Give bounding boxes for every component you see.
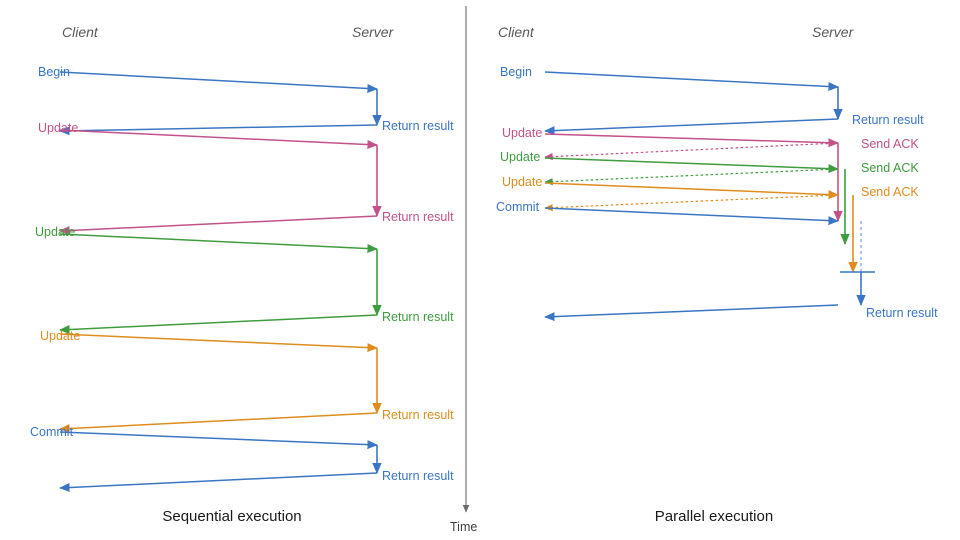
message-arrow-begin: [59, 71, 378, 93]
panels-layer: Client Server Client Server: [59, 24, 875, 493]
message-arrow-return-result: [59, 314, 378, 335]
message-arrow-return-result: [59, 472, 378, 493]
message-label: Return result: [382, 469, 454, 483]
message-arrow-update: [59, 129, 378, 150]
message-arrow-update: [59, 233, 378, 254]
message-arrow-update: [544, 182, 839, 200]
time-axis-layer: Time: [450, 6, 477, 534]
message-arrow-commit: [59, 431, 378, 450]
panel-caption-parallel: Parallel execution: [655, 508, 773, 525]
message-arrow-send-ack: [544, 168, 839, 186]
message-arrow-update: [59, 333, 378, 353]
message-label: Begin: [500, 65, 532, 79]
message-label: Commit: [496, 200, 540, 214]
message-label: Update: [502, 126, 542, 140]
message-label: Update: [38, 121, 78, 135]
message-arrow-update: [544, 133, 839, 148]
message-arrow-update: [544, 157, 839, 174]
message-label: Return result: [866, 306, 938, 320]
message-arrow-return-result: [59, 412, 378, 434]
message-label: Commit: [30, 425, 74, 439]
message-label: Return result: [382, 210, 454, 224]
time-axis-label: Time: [450, 520, 477, 534]
message-label: Return result: [382, 408, 454, 422]
lane-header-client: Client: [62, 24, 99, 40]
panel-caption-sequential: Sequential execution: [162, 508, 301, 525]
lane-header-server: Server: [812, 24, 855, 40]
message-label: Send ACK: [861, 161, 919, 175]
message-label: Update: [500, 150, 540, 164]
message-arrow-begin: [544, 71, 839, 92]
message-label: Return result: [852, 113, 924, 127]
message-label: Return result: [382, 119, 454, 133]
message-label: Begin: [38, 65, 70, 79]
message-label: Return result: [382, 310, 454, 324]
panel-sequential: Client Server: [59, 24, 395, 493]
lane-header-server: Server: [352, 24, 395, 40]
message-label: Update: [40, 329, 80, 343]
message-label: Send ACK: [861, 185, 919, 199]
message-arrow-return-result: [544, 118, 839, 136]
message-label: Send ACK: [861, 137, 919, 151]
message-arrow-commit: [544, 207, 839, 226]
message-arrow-return-result: [59, 124, 378, 136]
panel-parallel: Client Server: [498, 24, 875, 322]
lane-header-client: Client: [498, 24, 535, 40]
message-arrow-send-ack: [544, 142, 839, 161]
message-arrow-return-result: [59, 215, 378, 236]
message-arrow-return-result: [544, 304, 839, 322]
message-label: Update: [35, 225, 75, 239]
message-label: Update: [502, 175, 542, 189]
message-arrow-send-ack: [544, 194, 839, 212]
